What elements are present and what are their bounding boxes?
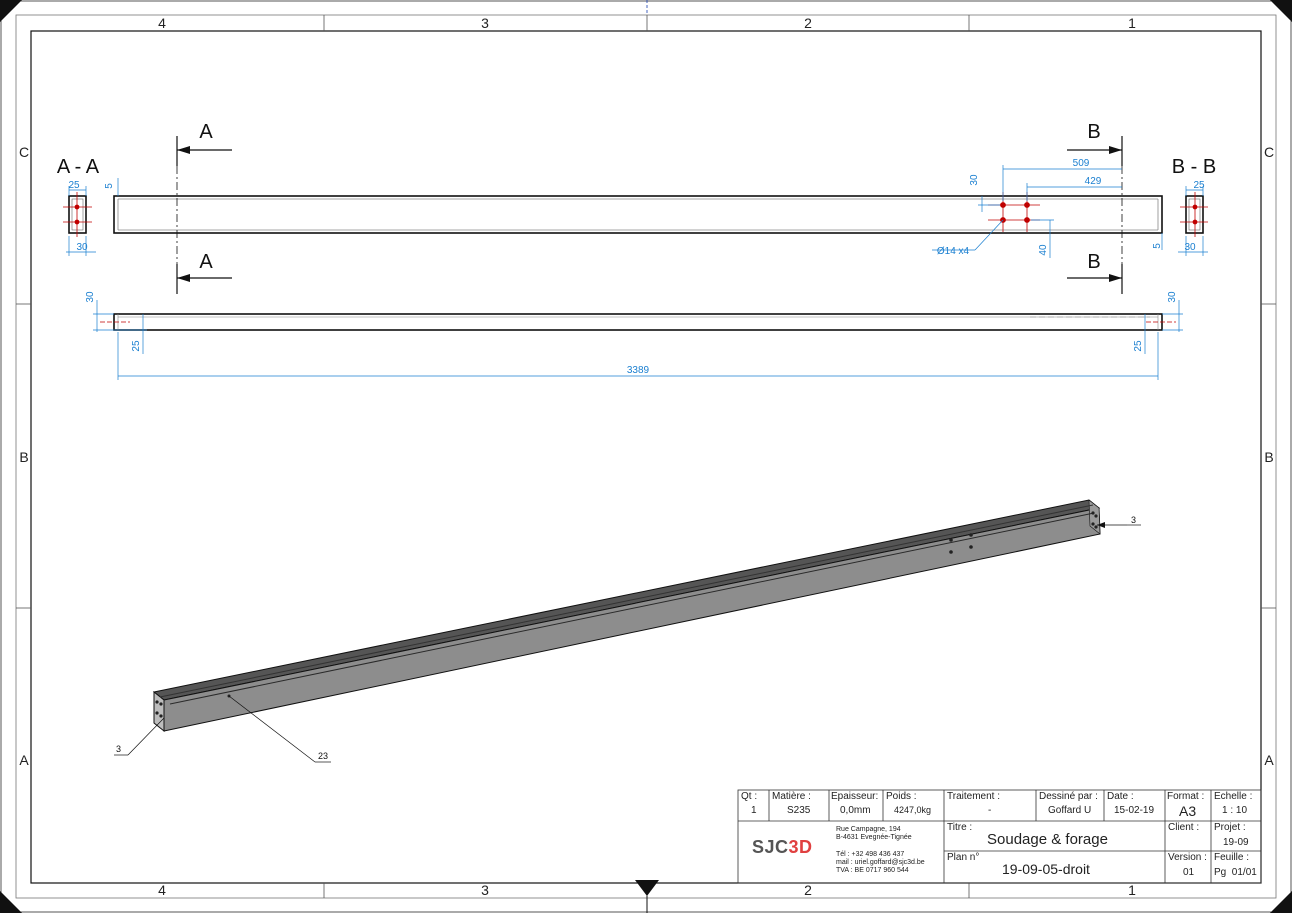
- dim-side-height-30-left: 30: [85, 291, 96, 303]
- dim-side-25-left: 25: [131, 340, 142, 352]
- epaisseur-value: 0,0mm: [840, 805, 871, 816]
- company-contact: Tél : +32 498 436 437 mail : uriel.goffa…: [836, 851, 925, 874]
- corner-mark-tr: [1270, 0, 1292, 22]
- isometric-view: [152, 499, 1101, 733]
- zone-row-c-left: C: [19, 144, 29, 160]
- titre-label: Titre :: [947, 822, 973, 833]
- dim-509: 509: [1073, 158, 1090, 169]
- balloon-body: 23: [318, 751, 328, 761]
- balloon-right-end: 3: [1131, 515, 1136, 525]
- dim-40: 40: [1038, 244, 1049, 256]
- traitement-value: -: [988, 805, 992, 816]
- echelle-label: Echelle :: [1214, 791, 1253, 802]
- zone-row-b-right: B: [1264, 449, 1273, 465]
- zone-col-1-bottom: 1: [1128, 882, 1136, 898]
- dim-thickness-5-left: 5: [104, 183, 115, 189]
- dessine-label: Dessiné par :: [1039, 791, 1098, 802]
- zone-col-3-top: 3: [481, 15, 489, 31]
- zone-col-4-bottom: 4: [158, 882, 166, 898]
- dim-side-25-right: 25: [1133, 340, 1144, 352]
- logo-sjc: SJC: [752, 837, 789, 857]
- dimension-lines-side: [93, 300, 1183, 380]
- arrow-b-bottom: [1109, 274, 1122, 282]
- hole-pattern: [988, 192, 1040, 232]
- poids-value: 4247,0kg: [894, 805, 932, 815]
- zone-col-4-top: 4: [158, 15, 166, 31]
- matiere-value: S235: [787, 805, 811, 816]
- format-value: A3: [1179, 803, 1197, 819]
- dimension-lines-top: [66, 165, 1208, 258]
- dim-30-hole-spacing: 30: [969, 174, 980, 186]
- dim-a-height-30: 30: [76, 242, 88, 253]
- version-value: 01: [1183, 867, 1195, 878]
- section-a-label-top: A: [199, 121, 213, 143]
- plan-value: 19-09-05-droit: [1002, 861, 1090, 877]
- poids-label: Poids :: [886, 791, 917, 802]
- zone-col-1-top: 1: [1128, 15, 1136, 31]
- side-view: [100, 313, 1176, 331]
- epaisseur-label: Epaisseur:: [831, 791, 879, 802]
- company-logo: SJC3D: [752, 838, 813, 856]
- section-a-label-bottom: A: [199, 251, 213, 273]
- arrow-b-top: [1109, 146, 1122, 154]
- dim-length: 3389: [627, 365, 650, 376]
- matiere-label: Matière :: [772, 791, 811, 802]
- zone-col-3-bottom: 3: [481, 882, 489, 898]
- projet-value: 19-09: [1223, 837, 1249, 848]
- section-a-view: [63, 192, 92, 237]
- zone-border: [15, 14, 1277, 899]
- dim-thickness-5-right: 5: [1152, 243, 1163, 249]
- zone-row-b-left: B: [19, 449, 28, 465]
- section-b-label-top: B: [1087, 121, 1100, 143]
- qt-value: 1: [751, 805, 757, 816]
- logo-3d: 3D: [788, 837, 813, 857]
- dim-holes: Ø14 x4: [937, 246, 970, 257]
- section-a-title: A - A: [57, 156, 100, 178]
- traitement-label: Traitement :: [947, 791, 1000, 802]
- zone-col-2-bottom: 2: [804, 882, 812, 898]
- zone-row-a-right: A: [1264, 752, 1274, 768]
- plan-label: Plan n°: [947, 852, 980, 863]
- dim-b-height-30: 30: [1184, 242, 1196, 253]
- arrow-a-top: [177, 146, 190, 154]
- client-label: Client :: [1168, 822, 1200, 833]
- dim-b-width-25: 25: [1193, 180, 1205, 191]
- date-label: Date :: [1107, 791, 1134, 802]
- balloon-arrow-right: [1097, 522, 1105, 528]
- feuille-value: Pg 01/01: [1214, 867, 1257, 878]
- zone-dividers: [16, 15, 1276, 898]
- corner-mark-br: [1270, 891, 1292, 913]
- center-mark-bottom: [635, 880, 659, 896]
- zone-row-a-left: A: [19, 752, 29, 768]
- title-block-grid: [737, 789, 1262, 884]
- dessine-value: Goffard U: [1048, 805, 1092, 816]
- version-label: Version :: [1168, 852, 1207, 863]
- echelle-value: 1 : 10: [1222, 805, 1248, 816]
- corner-mark-bl: [0, 891, 22, 913]
- date-value: 15-02-19: [1114, 805, 1155, 816]
- feuille-label: Feuille :: [1214, 852, 1250, 863]
- titre-value: Soudage & forage: [987, 831, 1108, 848]
- qt-label: Qt :: [741, 791, 758, 802]
- zone-col-2-top: 2: [804, 15, 812, 31]
- projet-label: Projet :: [1214, 822, 1246, 833]
- dim-429: 429: [1085, 176, 1102, 187]
- corner-mark-tl: [0, 0, 22, 22]
- dim-side-height-30-right: 30: [1167, 291, 1178, 303]
- format-label: Format :: [1167, 791, 1205, 802]
- section-b-label-bottom: B: [1087, 251, 1100, 273]
- arrow-a-bottom: [177, 274, 190, 282]
- section-b-title: B - B: [1172, 156, 1216, 178]
- top-view: [113, 192, 1163, 234]
- balloon-left-end: 3: [116, 744, 121, 754]
- zone-row-c-right: C: [1264, 144, 1274, 160]
- dim-a-width-25: 25: [68, 180, 80, 191]
- company-address: Rue Campagne, 194 B-4631 Evegnée-Tignée: [836, 826, 912, 841]
- section-b-view: [1180, 192, 1208, 237]
- balloon-leaders: [114, 524, 1141, 763]
